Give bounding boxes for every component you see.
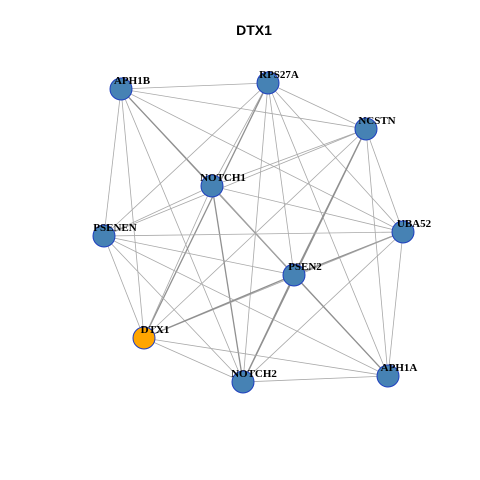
edge-notch1-dtx1 — [143, 185, 213, 339]
node-rps27a[interactable] — [256, 71, 280, 95]
node-label-notch2: NOTCH2 — [231, 368, 277, 380]
edge-psenen-dtx1 — [103, 235, 145, 339]
edge-aph1b-notch2 — [120, 88, 244, 383]
edge-psen2-notch2 — [242, 274, 295, 383]
node-label-psenen: PSENEN — [93, 222, 136, 234]
edge-dtx1-notch2 — [143, 337, 244, 383]
edge-notch2-aph1a — [242, 375, 389, 383]
edge-notch1-uba52 — [211, 185, 404, 233]
edge-ncstn-notch1 — [211, 128, 367, 187]
edge-ncstn-aph1a — [365, 128, 389, 377]
edge-rps27a-psenen — [103, 82, 269, 237]
node-label-notch1: NOTCH1 — [200, 172, 246, 184]
node-label-aph1b: APH1B — [114, 75, 151, 87]
edge-psenen-notch2 — [103, 235, 244, 383]
edge-psenen-psen2 — [103, 235, 295, 276]
node-notch1[interactable] — [200, 174, 224, 198]
node-aph1a[interactable] — [376, 364, 400, 388]
node-label-psen2: PSEN2 — [288, 261, 322, 273]
edge-rps27a-dtx1 — [143, 82, 269, 339]
edge-psen2-aph1a — [293, 274, 389, 377]
edge-notch1-notch2 — [211, 185, 244, 383]
edge-aph1b-notch1 — [120, 88, 213, 187]
node-psen2[interactable] — [282, 263, 306, 287]
edge-aph1b-uba52 — [120, 88, 404, 233]
node-aph1b[interactable] — [109, 77, 133, 101]
edge-rps27a-aph1a — [267, 82, 389, 377]
node-notch2[interactable] — [231, 370, 255, 394]
edge-psen2-dtx1 — [143, 274, 295, 339]
edge-layer — [103, 82, 404, 383]
graph-title: DTX1 — [236, 22, 272, 38]
edge-rps27a-notch1 — [211, 82, 269, 187]
node-psenen[interactable] — [92, 224, 116, 248]
edge-ncstn-uba52 — [365, 128, 404, 233]
edge-aph1b-psenen — [103, 88, 122, 237]
node-dtx1[interactable] — [132, 326, 156, 350]
edge-uba52-aph1a — [387, 231, 404, 377]
edge-rps27a-ncstn — [267, 82, 367, 130]
node-label-rps27a: RPS27A — [259, 69, 299, 81]
edge-aph1b-dtx1 — [120, 88, 145, 339]
edge-rps27a-psen2 — [267, 82, 295, 276]
node-label-aph1a: APH1A — [381, 362, 418, 374]
node-uba52[interactable] — [391, 220, 415, 244]
node-label-uba52: UBA52 — [397, 218, 432, 230]
node-ncstn[interactable] — [354, 117, 378, 141]
edge-psenen-aph1a — [103, 235, 389, 377]
edge-aph1b-ncstn — [120, 88, 367, 130]
node-layer — [92, 71, 415, 394]
edge-ncstn-psenen — [103, 128, 367, 237]
edge-dtx1-aph1a — [143, 337, 389, 377]
edge-uba52-psenen — [103, 231, 404, 237]
node-label-ncstn: NCSTN — [358, 115, 395, 127]
edge-aph1b-rps27a — [120, 82, 269, 90]
edge-notch1-psenen — [103, 185, 213, 237]
node-label-dtx1: DTX1 — [141, 324, 170, 336]
